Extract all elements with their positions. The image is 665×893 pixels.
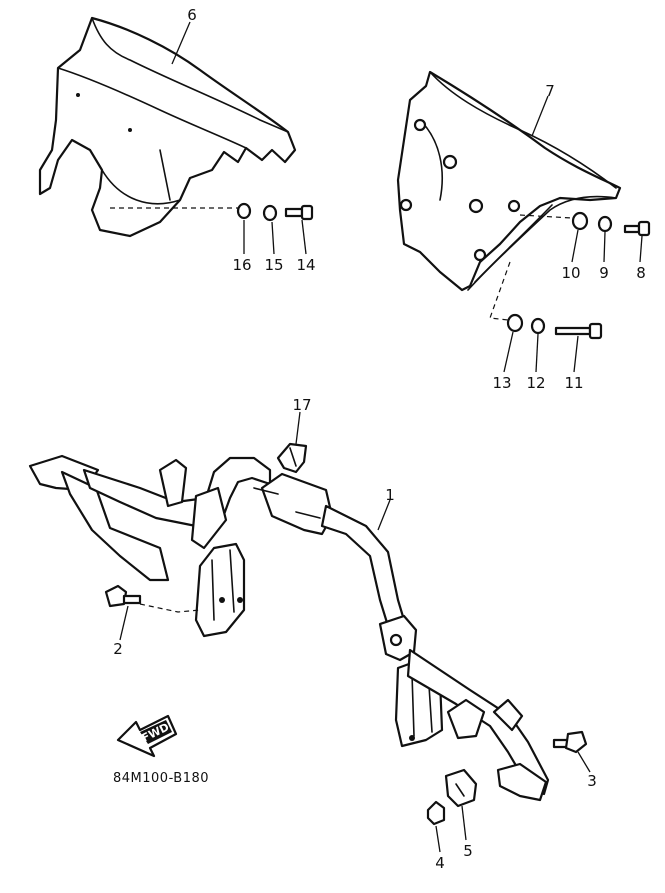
callout-1: 1 — [385, 486, 395, 504]
part-17-clamp — [276, 442, 308, 474]
callout-11: 11 — [564, 374, 583, 392]
callout-7: 7 — [545, 82, 555, 100]
part-14-bolt — [284, 204, 314, 221]
callout-14: 14 — [296, 256, 315, 274]
hardware-group-c — [489, 261, 603, 340]
callout-16: 16 — [232, 256, 251, 274]
callout-13: 13 — [492, 374, 511, 392]
part-5-clip — [444, 768, 478, 808]
diagram-code: 84M100-B180 — [113, 771, 209, 786]
callout-3: 3 — [587, 772, 597, 790]
part-7-side-cover — [396, 70, 622, 292]
callout-2: 2 — [113, 640, 123, 658]
part-6-cowl — [38, 16, 297, 238]
callout-8: 8 — [636, 264, 646, 282]
part-8-bolt — [623, 220, 651, 237]
part-2-bolt — [104, 584, 201, 613]
callout-6: 6 — [187, 6, 197, 24]
callout-numbers: 6 7 16 15 14 10 9 8 13 12 11 17 1 2 3 4 … — [113, 6, 646, 872]
callout-9: 9 — [599, 264, 609, 282]
callout-15: 15 — [264, 256, 283, 274]
part-9-nut — [597, 215, 613, 233]
part-3-bolt — [552, 730, 588, 754]
hardware-group-b — [519, 211, 651, 237]
callout-4: 4 — [435, 854, 445, 872]
part-11-bolt — [554, 322, 603, 340]
hardware-group-a — [110, 202, 314, 222]
callout-17: 17 — [292, 396, 311, 414]
part-12-nut — [530, 317, 546, 335]
callout-5: 5 — [463, 842, 473, 860]
part-1-stay-frame — [28, 454, 550, 802]
fwd-arrow-icon: FWD — [116, 714, 178, 758]
callout-10: 10 — [561, 264, 580, 282]
part-15-nut — [262, 204, 278, 222]
part-10-washer — [571, 211, 589, 231]
callout-12: 12 — [526, 374, 545, 392]
part-13-washer — [506, 313, 524, 333]
part-4-nut — [426, 800, 446, 826]
leader-lines — [119, 21, 643, 853]
part-16-washer — [236, 202, 252, 220]
